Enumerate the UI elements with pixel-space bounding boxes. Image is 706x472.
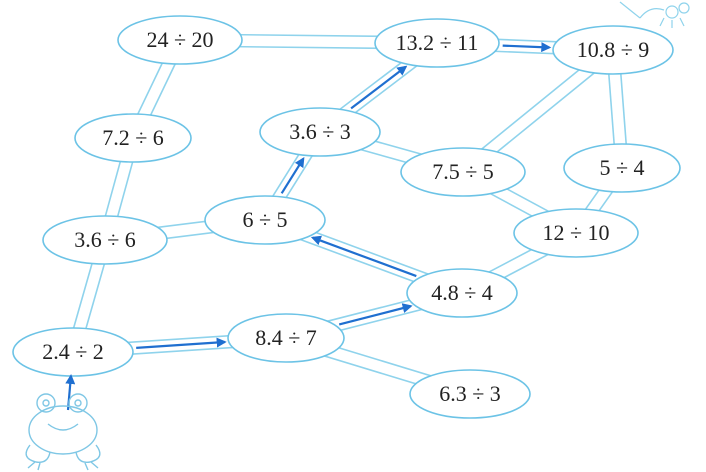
node-label: 4.8 ÷ 4 bbox=[431, 280, 493, 305]
node-label: 3.6 ÷ 3 bbox=[289, 119, 351, 144]
node-n5_4: 5 ÷ 4 bbox=[564, 144, 680, 192]
node-n24_2: 2.4 ÷ 2 bbox=[13, 328, 133, 376]
node-n12_10: 12 ÷ 10 bbox=[514, 209, 638, 257]
node-label: 24 ÷ 20 bbox=[146, 27, 213, 52]
node-label: 10.8 ÷ 9 bbox=[577, 37, 650, 62]
node-label: 13.2 ÷ 11 bbox=[396, 30, 479, 55]
path-arrow-n36_3-to-n13_11 bbox=[351, 67, 406, 109]
node-n75_5: 7.5 ÷ 5 bbox=[401, 148, 525, 196]
node-label: 5 ÷ 4 bbox=[599, 155, 644, 180]
node-label: 6 ÷ 5 bbox=[242, 207, 287, 232]
node-n36_6: 3.6 ÷ 6 bbox=[43, 216, 167, 264]
node-n48_4: 4.8 ÷ 4 bbox=[407, 269, 517, 317]
node-label: 8.4 ÷ 7 bbox=[255, 325, 317, 350]
path-arrow-n48_4-to-n6_5 bbox=[313, 238, 417, 276]
node-label: 2.4 ÷ 2 bbox=[42, 339, 104, 364]
node-n63_3: 6.3 ÷ 3 bbox=[410, 370, 530, 418]
node-n84_7: 8.4 ÷ 7 bbox=[228, 314, 344, 362]
node-label: 7.5 ÷ 5 bbox=[432, 159, 494, 184]
node-label: 3.6 ÷ 6 bbox=[74, 227, 136, 252]
node-n6_5: 6 ÷ 5 bbox=[205, 196, 325, 244]
node-n7_6: 7.2 ÷ 6 bbox=[75, 114, 191, 162]
node-n36_3: 3.6 ÷ 3 bbox=[260, 108, 380, 156]
node-label: 7.2 ÷ 6 bbox=[102, 125, 164, 150]
node-n13_11: 13.2 ÷ 11 bbox=[375, 19, 499, 67]
frog-icon bbox=[26, 394, 100, 470]
node-n24_20: 24 ÷ 20 bbox=[118, 16, 242, 64]
node-n10_9: 10.8 ÷ 9 bbox=[553, 26, 673, 74]
node-label: 12 ÷ 10 bbox=[542, 220, 609, 245]
node-label: 6.3 ÷ 3 bbox=[439, 381, 501, 406]
fly-icon bbox=[620, 2, 689, 28]
